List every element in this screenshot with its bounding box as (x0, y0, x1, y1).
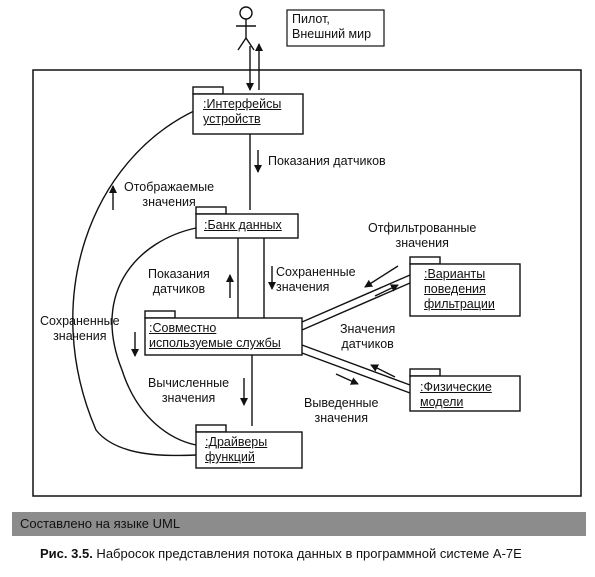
flow-output-line1: Выведенные (304, 396, 379, 410)
flow-computed-line2: значения (161, 391, 216, 405)
flow-filtered-line2: значения (395, 236, 449, 250)
uml-strip-text: Составлено на языке UML (20, 516, 181, 531)
package-drivers (195, 424, 303, 469)
flow-saved-values-mid: Сохраненные значения (276, 265, 356, 295)
connector-shared-physics-b (301, 352, 411, 394)
flow-saved-left-line2: значения (53, 329, 107, 343)
flow-saved-mid-line1: Сохраненные (276, 265, 356, 279)
package-shared (144, 310, 303, 356)
package-databank (195, 206, 299, 239)
arrow-sensor-values-from-physics (370, 364, 396, 378)
arrow-sensor-values-to-filter (374, 284, 399, 297)
actor-figure-icon (236, 6, 256, 51)
package-filter-label: :Варианты поведения фильтрации (424, 267, 495, 312)
package-drivers-line1: :Драйверы (205, 435, 268, 449)
package-interfaces (192, 86, 304, 135)
flow-displayed-line2: значения (142, 195, 196, 209)
package-shared-line2: используемые службы (149, 336, 281, 350)
flow-saved-values-left: Сохраненные значения (40, 314, 120, 344)
curve-databank-drivers (111, 227, 197, 446)
flow-output-values: Выведенные значения (304, 396, 379, 426)
flow-sensor-readings-left-line1: Показания (148, 267, 210, 281)
flow-displayed-values: Отображаемые значения (124, 180, 214, 210)
flow-computed-values: Вычисленные значения (148, 376, 229, 406)
flow-filtered-values: Отфильтрованные значения (368, 221, 476, 251)
package-physics (409, 368, 521, 412)
actor-label: Пилот, Внешний мир (292, 12, 371, 42)
flow-sensor-values: Значения датчиков (340, 322, 395, 352)
system-boundary (32, 69, 582, 497)
package-interfaces-label: :Интерфейсы устройств (203, 97, 281, 127)
package-physics-line1: :Физические (420, 380, 492, 394)
flow-sensor-values-line2: датчиков (341, 337, 394, 351)
package-physics-label: :Физические модели (420, 380, 492, 410)
package-physics-line2: модели (420, 395, 464, 409)
actor-label-box (286, 9, 385, 47)
package-filter (409, 256, 521, 317)
package-databank-label: :Банк данных (204, 218, 282, 233)
curve-interfaces-drivers (72, 109, 197, 457)
package-filter-line2: поведения (424, 282, 486, 296)
package-databank-line1: :Банк данных (204, 218, 282, 232)
flow-saved-left-line1: Сохраненные (40, 314, 120, 328)
figure-caption-label: Рис. 3.5. (40, 546, 93, 561)
flow-sensor-readings-top: Показания датчиков (268, 154, 386, 168)
flow-filtered-line1: Отфильтрованные (368, 221, 477, 235)
actor-label-line2: Внешний мир (292, 27, 372, 41)
flow-saved-mid-line2: значения (276, 280, 330, 294)
package-filter-line3: фильтрации (424, 297, 495, 311)
package-shared-label: :Совместно используемые службы (149, 321, 281, 351)
package-filter-line1: :Варианты (424, 267, 486, 281)
flow-output-line2: значения (314, 411, 368, 425)
arrow-filtered-values (364, 265, 399, 288)
actor-label-line1: Пилот, (292, 12, 330, 26)
connector-shared-filter-a (301, 274, 411, 323)
flow-sensor-readings-left: Показания датчиков (148, 267, 210, 297)
package-drivers-line2: функций (205, 450, 255, 464)
package-interfaces-line1: :Интерфейсы (203, 97, 282, 111)
package-drivers-label: :Драйверы функций (205, 435, 267, 465)
connector-shared-physics-a (301, 344, 411, 386)
flow-sensor-values-line1: Значения (340, 322, 396, 336)
package-interfaces-line2: устройств (203, 112, 261, 126)
flow-computed-line1: Вычисленные (148, 376, 230, 390)
uml-strip (12, 512, 586, 536)
figure-caption: Рис. 3.5. Набросок представления потока … (40, 545, 522, 563)
arrow-output-values (335, 373, 359, 385)
flow-sensor-readings-left-line2: датчиков (152, 282, 206, 296)
package-shared-line1: :Совместно (149, 321, 217, 335)
figure-caption-text: Набросок представления потока данных в п… (92, 546, 522, 561)
flow-displayed-line1: Отображаемые (124, 180, 215, 194)
